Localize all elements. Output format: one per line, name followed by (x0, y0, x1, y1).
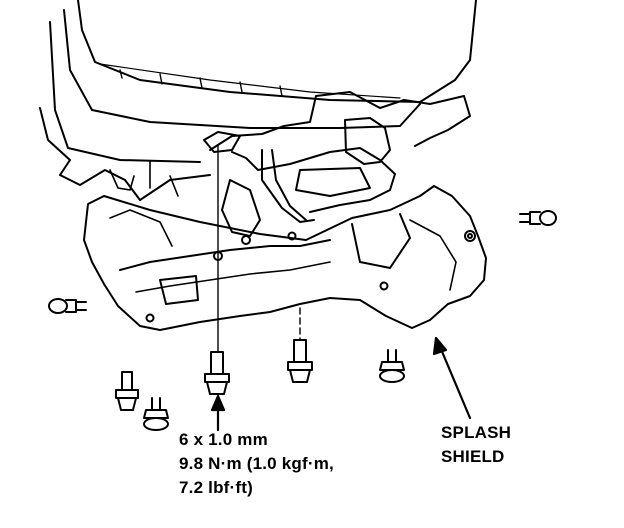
splash-shield-callout: SPLASH SHIELD (441, 421, 511, 469)
bolt-size-label: 6 x 1.0 mm (179, 430, 268, 449)
push-clip-far-left (48, 298, 87, 314)
bolt-torque-line1: 9.8 N·m (1.0 kgf·m, (179, 454, 334, 473)
push-clip-center (379, 349, 405, 383)
guide-lines (217, 145, 301, 353)
flange-bolt-center (204, 351, 230, 395)
push-clip-left (143, 397, 169, 431)
mounting-bracket (203, 131, 241, 153)
splash-shield-arrow (432, 336, 472, 420)
front-bumper (49, 0, 477, 163)
bolt-spec-callout: 6 x 1.0 mm 9.8 N·m (1.0 kgf·m, 7.2 lbf·f… (179, 428, 334, 500)
flange-bolt-left (115, 371, 139, 411)
splash-shield-label-line2: SHIELD (441, 447, 505, 466)
bolt-torque-line2: 7.2 lbf·ft) (179, 478, 253, 497)
flange-bolt-right (287, 339, 313, 383)
splash-shield-label-line1: SPLASH (441, 423, 512, 442)
push-clip-far-right (519, 210, 557, 226)
engine-assembly (39, 91, 471, 237)
torque-spec-arrow (210, 394, 226, 432)
splash-shield (83, 185, 487, 331)
